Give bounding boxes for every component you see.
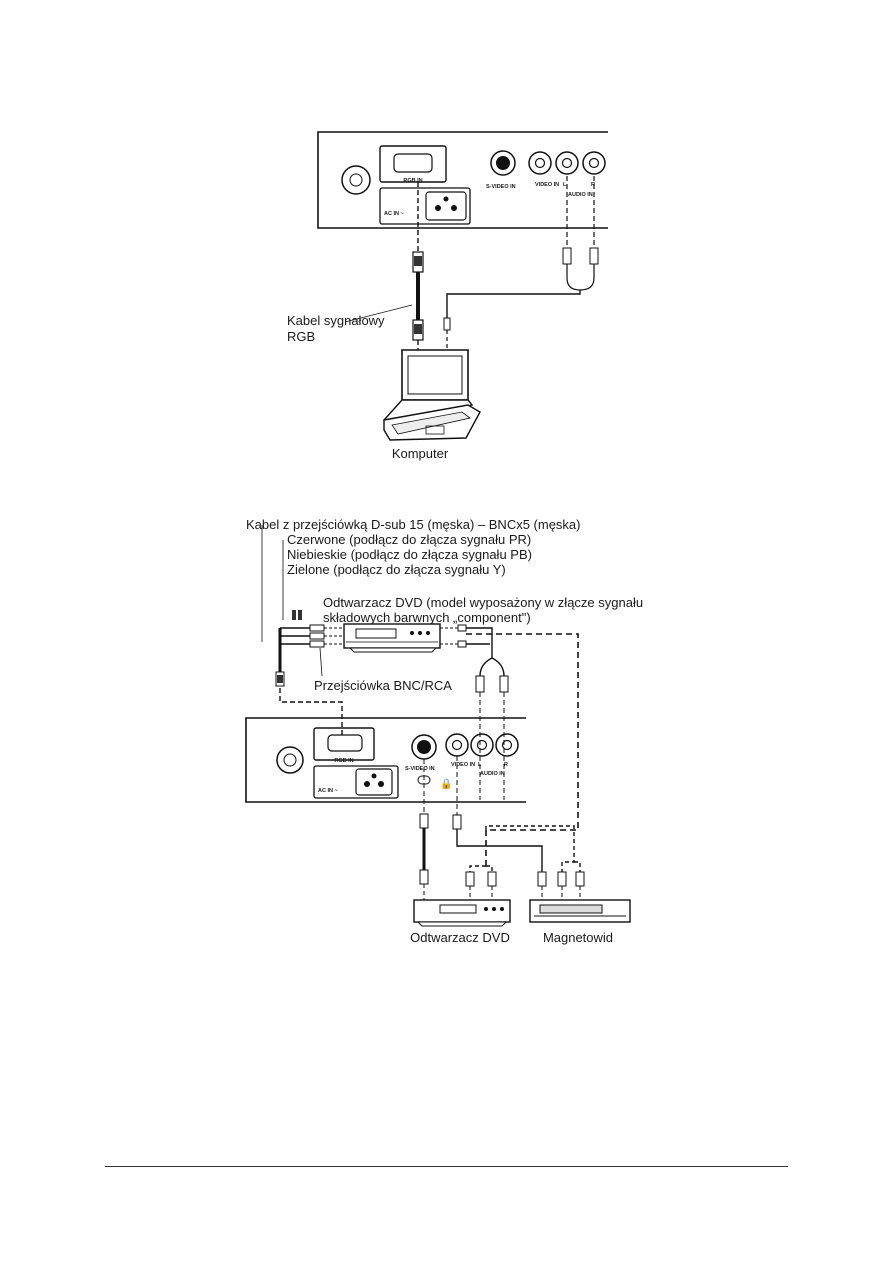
svg-text:S-VIDEO IN: S-VIDEO IN (405, 766, 435, 772)
svg-text:AC IN ~: AC IN ~ (318, 788, 338, 794)
dvd-component-player (343, 623, 441, 653)
projector-panel-top: RGB IN AC IN ~ S-VIDEO IN VIDEO IN L R A… (317, 131, 608, 229)
video-cable (452, 756, 547, 900)
vcr-label: Magnetowid (543, 930, 613, 945)
svg-text:AUDIO IN: AUDIO IN (480, 771, 505, 777)
dvd-player-icon (413, 899, 511, 927)
projector-panel-bottom: RGB IN AC IN ~ S-VIDEO IN 🔒 VIDEO IN L R… (245, 717, 526, 803)
bnc-cable-title: Kabel z przejściówką D-sub 15 (męska) – … (246, 517, 581, 532)
rgb-in-port (379, 145, 447, 183)
red-cable-note: Czerwone (podłącz do złącza sygnału PR) (287, 532, 531, 547)
svg-text:RGB: RGB (287, 329, 315, 344)
green-cable-note: Zielone (podłącz do złącza sygnału Y) (287, 562, 506, 577)
svg-text:🔒: 🔒 (440, 778, 452, 790)
rgb-cable (412, 182, 424, 352)
s-video-cable (419, 759, 429, 900)
ac-in-socket (379, 187, 471, 225)
ac-in-label: AC IN ~ (384, 211, 404, 217)
svg-text:VIDEO IN: VIDEO IN (451, 762, 475, 768)
rgb-cable-label: Kabel sygnałowy (287, 313, 385, 328)
footer-rule (105, 1166, 788, 1167)
dvd-component-label: Odtwarzacz DVD (model wyposażony w złącz… (323, 595, 643, 610)
svg-text:R: R (591, 182, 595, 188)
bnc-rca-adapters (309, 624, 344, 677)
svg-text:składowych barwnych „component: składowych barwnych „component") (323, 610, 531, 625)
vcr-icon (529, 899, 631, 923)
svg-text:RGB IN: RGB IN (334, 758, 353, 764)
diagram-computer-connection: RGB IN AC IN ~ S-VIDEO IN VIDEO IN L R A… (287, 131, 608, 461)
svg-text:R: R (504, 762, 508, 768)
audio-cable (443, 176, 599, 352)
laptop-icon (383, 349, 481, 441)
foot-knob (341, 165, 371, 195)
s-video-port (490, 150, 516, 176)
video-in-label: VIDEO IN (535, 182, 559, 188)
computer-label: Komputer (392, 446, 449, 461)
video-in-jack (528, 151, 552, 175)
audio-in-label: AUDIO IN (568, 192, 593, 198)
dvd-player-label: Odtwarzacz DVD (410, 930, 510, 945)
rgb-in-label: RGB IN (403, 178, 422, 184)
diagram-video-connection: Kabel z przejściówką D-sub 15 (męska) – … (245, 517, 643, 945)
audio-r-jack (582, 151, 606, 175)
adapter-label: Przejściówka BNC/RCA (314, 678, 452, 693)
audio-l-jack (555, 151, 579, 175)
s-video-label: S-VIDEO IN (486, 184, 516, 190)
bnc-connectors (278, 610, 310, 672)
blue-cable-note: Niebieskie (podłącz do złącza sygnału PB… (287, 547, 532, 562)
svg-text:L: L (563, 182, 567, 188)
audio-cables-bottom (465, 740, 585, 900)
